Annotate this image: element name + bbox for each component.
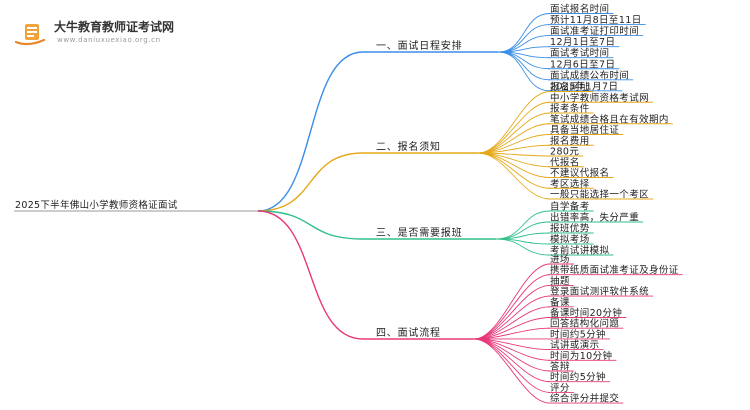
leaf-connector	[473, 338, 551, 404]
leaf-label: 面试考试时间	[550, 47, 609, 59]
leaf-connector	[497, 51, 551, 81]
leaf-label: 答辩	[550, 361, 570, 373]
leaf-label: 登录面试测评软件系统	[550, 286, 649, 298]
leaf-label: 一般只能选择一个考区	[550, 189, 649, 201]
leaf-label: 抽题	[550, 275, 570, 287]
leaf-label: 具备当地居住证	[550, 124, 619, 136]
leaf-label: 280元	[550, 147, 579, 158]
leaf-connector	[497, 13, 551, 53]
leaf-label: 面试成绩公布时间	[550, 69, 629, 81]
leaf-label: 出错率高，失分严重	[550, 212, 639, 224]
leaf-label: 12月1日至7日	[550, 37, 615, 48]
leaf-label: 预计11月8日至11日	[550, 14, 642, 26]
branch-label-4: 四、面试流程	[376, 326, 441, 339]
branch-connector-1	[257, 51, 364, 212]
leaf-label: 综合评分并提交	[550, 393, 619, 405]
branch-connector-2	[257, 152, 364, 212]
branch-connector-3	[257, 210, 364, 240]
leaf-connector	[473, 338, 551, 383]
brand-logo-icon	[14, 24, 46, 46]
leaf-label: 报考条件	[550, 103, 590, 115]
leaf-label: 备课时间20分钟	[550, 307, 622, 319]
leaf-label: 回答结构化问题	[550, 318, 619, 330]
leaf-label: 12月6日至7日	[550, 59, 615, 70]
leaf-label: 考前试讲模拟	[550, 245, 610, 257]
branch-label-3: 三、是否需要报班	[376, 226, 462, 239]
leaf-label: 笔试成绩合格且在有效期内	[550, 113, 669, 125]
leaf-label: 携带纸质面试准考证及身份证	[550, 264, 679, 276]
leaf-label: 面试准考证打印时间	[550, 25, 639, 37]
leaf-label: 报班优势	[550, 223, 590, 235]
leaf-label: 模拟考场	[550, 234, 590, 246]
leaf-label: 代报名	[550, 156, 580, 168]
leaf-connector	[473, 263, 551, 340]
brand-url: www.daniuxuexiao.org.cn	[57, 36, 161, 44]
leaf-connector	[495, 238, 551, 256]
leaf-connector	[497, 51, 551, 92]
root-label: 2025下半年佛山小学教师资格证面试	[15, 199, 178, 211]
leaf-connector	[497, 24, 551, 53]
leaf-label: 试讲或演示	[550, 339, 600, 351]
leaf-connector	[473, 338, 551, 393]
leaf-label: 不建议代报名	[550, 167, 609, 179]
leaf-label: 备课	[550, 296, 570, 308]
leaf-label: 考区选择	[550, 178, 590, 190]
leaf-connector	[477, 152, 551, 200]
leaf-label: 面试报名时间	[550, 3, 609, 15]
leaf-connector	[473, 284, 551, 340]
leaf-label: 进场	[550, 255, 570, 266]
leaf-label: 2025年1月7日	[550, 80, 618, 92]
leaf-label: 中小学教师资格考试网	[550, 92, 649, 104]
branch-label-1: 一、面试日程安排	[376, 39, 462, 52]
leaf-label: 时间约5分钟	[550, 371, 606, 383]
leaf-connector	[473, 295, 551, 340]
leaf-connector	[495, 210, 551, 240]
leaf-label: 自学备考	[550, 201, 590, 213]
leaf-label: 评分	[550, 383, 570, 394]
brand-title: 大牛教育教师证考试网	[54, 20, 175, 34]
branch-label-2: 二、报名须知	[376, 140, 441, 153]
leaf-label: 时间约5分钟	[550, 328, 606, 340]
leaf-label: 报名网址	[550, 81, 590, 93]
leaf-connector	[477, 152, 551, 178]
leaf-label: 时间为10分钟	[550, 350, 612, 362]
leaf-connector	[473, 274, 551, 340]
leaf-connector	[477, 112, 551, 154]
branch-connector-4	[257, 210, 364, 340]
leaf-label: 报名费用	[550, 135, 590, 147]
leaf-connector	[477, 152, 551, 189]
